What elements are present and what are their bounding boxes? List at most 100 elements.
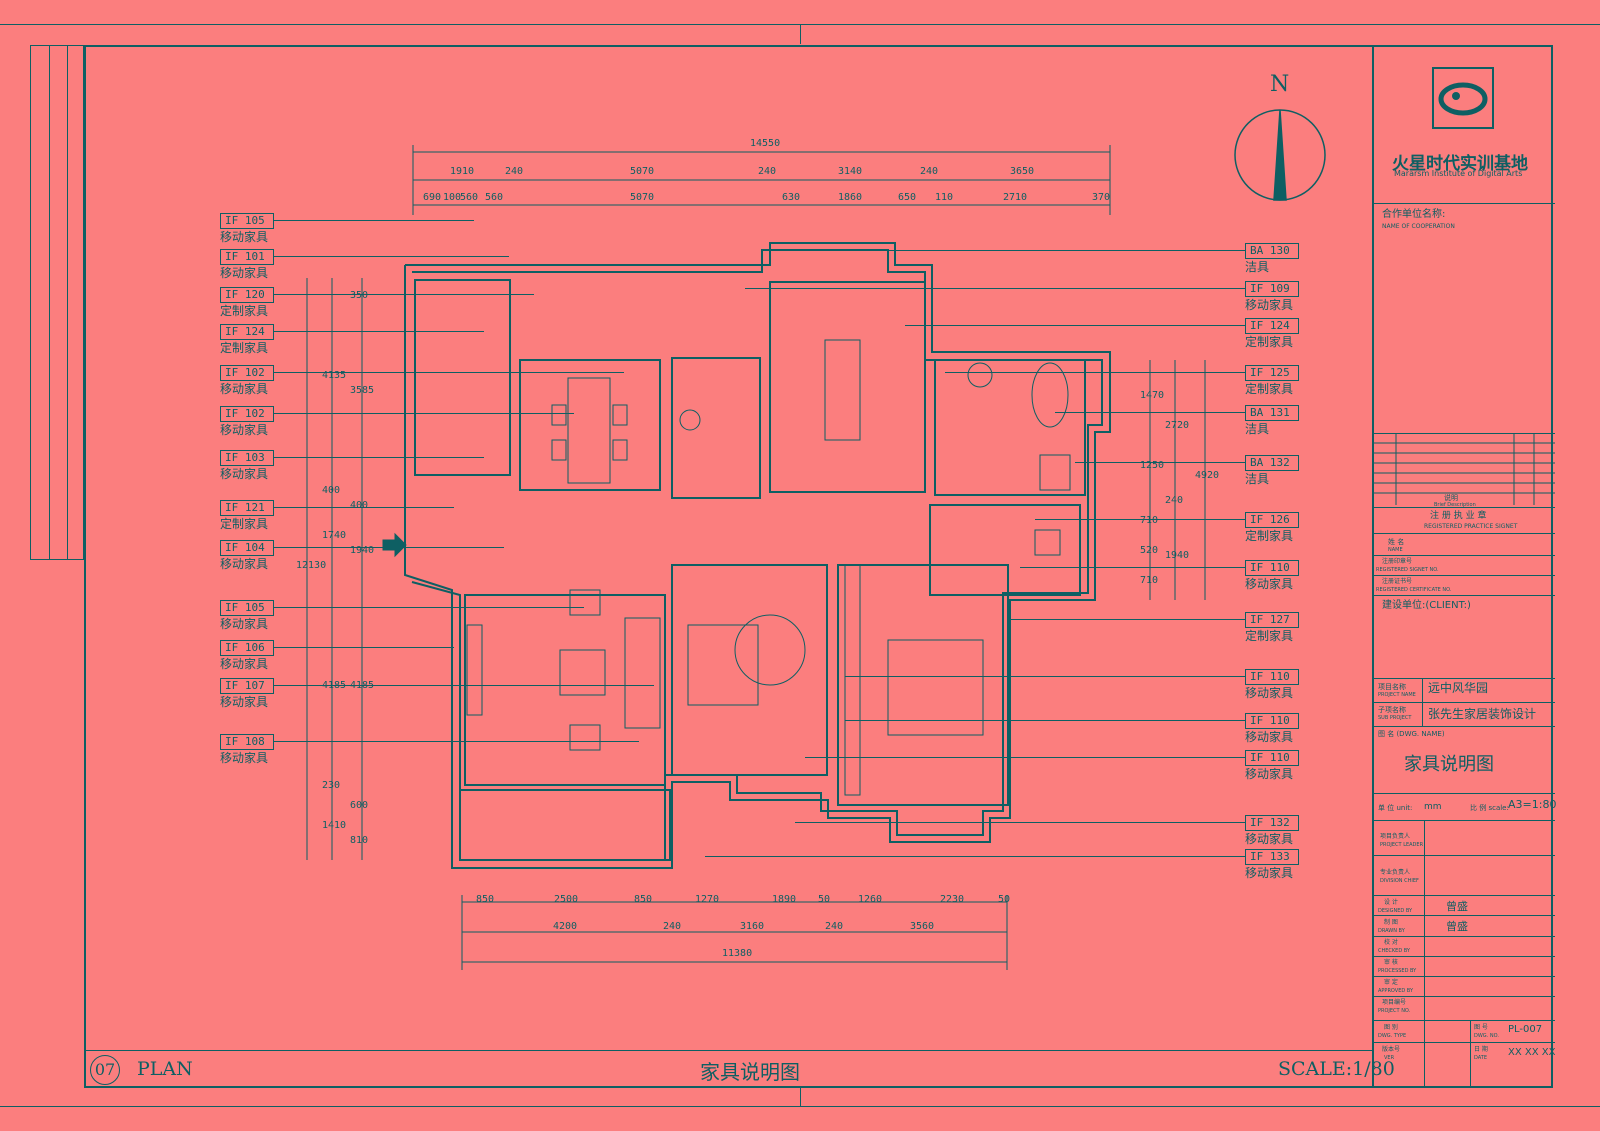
drawn-by-label: 制 图 (1384, 919, 1398, 926)
footer-scale: SCALE:1/80 (1278, 1058, 1395, 1080)
dwg-no: PL-007 (1508, 1024, 1543, 1035)
designed-by: 曾盛 (1446, 900, 1468, 913)
dim-label: 3650 (1010, 166, 1035, 177)
dim-label: 2230 (940, 894, 965, 905)
company-name-en: Mararsm Institute of Digital Arts (1394, 169, 1523, 178)
drawing-name-label: 图 名 (DWG. NAME) (1378, 730, 1445, 738)
binding-strip (30, 45, 84, 560)
approved-by-label: 审 定 (1384, 979, 1398, 986)
bed-1 (687, 624, 759, 706)
reg-cert-label: 注册证书号 (1382, 578, 1413, 585)
dim-label: 1250 (1140, 460, 1165, 471)
reg-cert-label-en: REGISTERED CERTIFICATE NO. (1376, 587, 1452, 593)
dim-label: 2720 (1165, 420, 1190, 431)
north-label: N (1270, 72, 1290, 97)
living (464, 594, 666, 786)
reg-no-label: 注册印章号 (1382, 558, 1413, 565)
company-logo-icon (1432, 67, 1494, 129)
dim-label: 230 (322, 780, 341, 791)
dim-label: 3160 (740, 921, 765, 932)
dim-label: 4200 (553, 921, 578, 932)
unit: mm (1424, 802, 1442, 812)
dim-label: 240 (825, 921, 844, 932)
bath-1 (671, 357, 761, 499)
division-chief-label: 专业负责人 (1380, 869, 1411, 876)
inner-wall (411, 249, 1103, 861)
dim-top-total: 14550 (750, 138, 781, 149)
checked-by-label: 校 对 (1384, 939, 1398, 946)
dim-label: 810 (350, 835, 369, 846)
approved-by-label-en: APPROVED BY (1378, 988, 1414, 994)
hall (929, 504, 1081, 596)
date-label-en: DATE (1474, 1055, 1488, 1061)
company-name: 火星时代实训基地 (1392, 154, 1528, 174)
unit-label: 单 位 unit: (1378, 804, 1413, 812)
master-bed (887, 639, 984, 736)
north-arrow (1234, 109, 1326, 201)
dim-label: 2710 (1003, 192, 1028, 203)
dim-label: 4135 (322, 370, 347, 381)
drawing-name: 家具说明图 (1404, 754, 1494, 775)
sub-project-label-en: SUB PROJECT (1378, 715, 1412, 721)
processed-by-label: 审 核 (1384, 959, 1398, 966)
dim-label: 560 (460, 192, 479, 203)
dim-label: 240 (758, 166, 777, 177)
tv-cabinet (466, 624, 483, 716)
project-leader-label-en: PROJECT LEADER (1380, 842, 1424, 848)
rev-title: 说明 (1444, 494, 1458, 502)
date: XX XX XX (1508, 1047, 1556, 1058)
dim-label: 110 (935, 192, 954, 203)
dim-label: 3140 (838, 166, 863, 177)
dim-label: 100 (443, 192, 462, 203)
checked-by-label-en: CHECKED BY (1378, 948, 1410, 954)
kitchen (414, 279, 511, 476)
sheet-type: PLAN (137, 1058, 193, 1080)
project-no-label: 项目编号 (1382, 999, 1407, 1006)
toilet (967, 362, 993, 388)
sheet-number-text: 07 (94, 1060, 116, 1079)
dim-label: 240 (920, 166, 939, 177)
processed-by-label-en: PROCESSED BY (1378, 968, 1417, 974)
dim-label: 560 (485, 192, 504, 203)
balcony (459, 789, 671, 861)
sub-project: 张先生家居装饰设计 (1428, 707, 1537, 721)
project-name-label-en: PROJECT NAME (1378, 692, 1416, 698)
bedroom-1 (671, 564, 828, 776)
dwg-no-label-en: DWG. NO. (1474, 1033, 1499, 1039)
dim-label: 520 (1140, 545, 1159, 556)
revision-grid (1374, 433, 1555, 505)
designed-by-label-en: DESIGNED BY (1378, 908, 1413, 914)
wardrobe (844, 564, 861, 796)
outer-wall (404, 242, 1111, 869)
dim-label: 12130 (296, 560, 327, 571)
project-name-label: 项目名称 (1378, 683, 1406, 691)
dim-label: 1470 (1140, 390, 1165, 401)
dim-label: 1260 (858, 894, 883, 905)
name-label: 姓 名 (1388, 538, 1405, 546)
footer-title: 家具说明图 (700, 1060, 800, 1084)
dim-label: 240 (1165, 495, 1184, 506)
dim-label: 630 (782, 192, 801, 203)
dim-label: 710 (1140, 575, 1159, 586)
division-chief-label-en: DIVISION CHIEF (1380, 878, 1419, 884)
reg-seal: 注 册 执 业 章 (1430, 511, 1487, 521)
dim-label: 400 (322, 485, 341, 496)
